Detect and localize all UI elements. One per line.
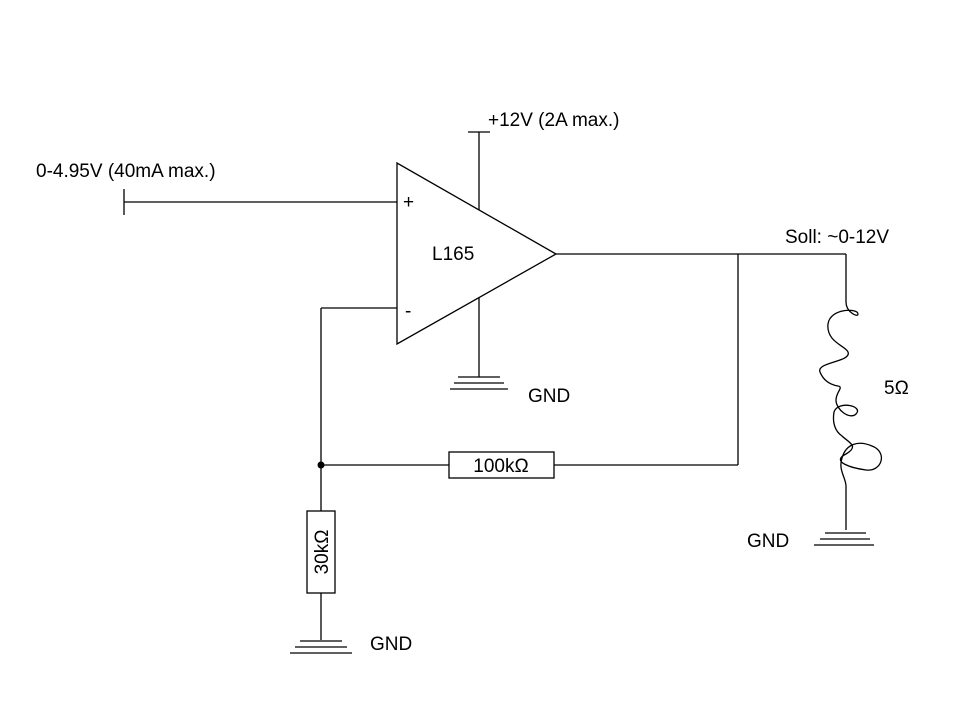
amplifier-name: L165	[432, 244, 474, 265]
amplifier-triangle	[396, 161, 558, 346]
junction-dot	[317, 461, 325, 469]
load-label: 5Ω	[884, 378, 909, 399]
amplifier-ground-symbol	[450, 298, 508, 390]
output-label: Soll: ~0-12V	[785, 227, 889, 248]
resistor-gnd-label: GND	[370, 634, 412, 655]
load-coil-icon	[819, 254, 882, 530]
load-gnd-label: GND	[747, 531, 789, 552]
ground-resistor-label: 30kΩ	[312, 530, 333, 575]
amplifier-plus-pin: +	[403, 192, 414, 213]
amplifier-gnd-label: GND	[528, 386, 570, 407]
input-label: 0-4.95V (40mA max.)	[36, 161, 216, 182]
feedback-resistor-label: 100kΩ	[473, 456, 528, 477]
input-terminal	[123, 189, 397, 215]
ground-resistor	[306, 510, 336, 594]
load-ground-symbol	[814, 532, 874, 546]
amplifier-minus-pin: -	[405, 301, 411, 322]
feedback-wiring	[320, 254, 739, 511]
resistor-ground-symbol	[290, 640, 352, 654]
feedback-resistor	[448, 451, 555, 479]
supply-terminal	[468, 131, 490, 210]
supply-label: +12V (2A max.)	[488, 110, 619, 131]
